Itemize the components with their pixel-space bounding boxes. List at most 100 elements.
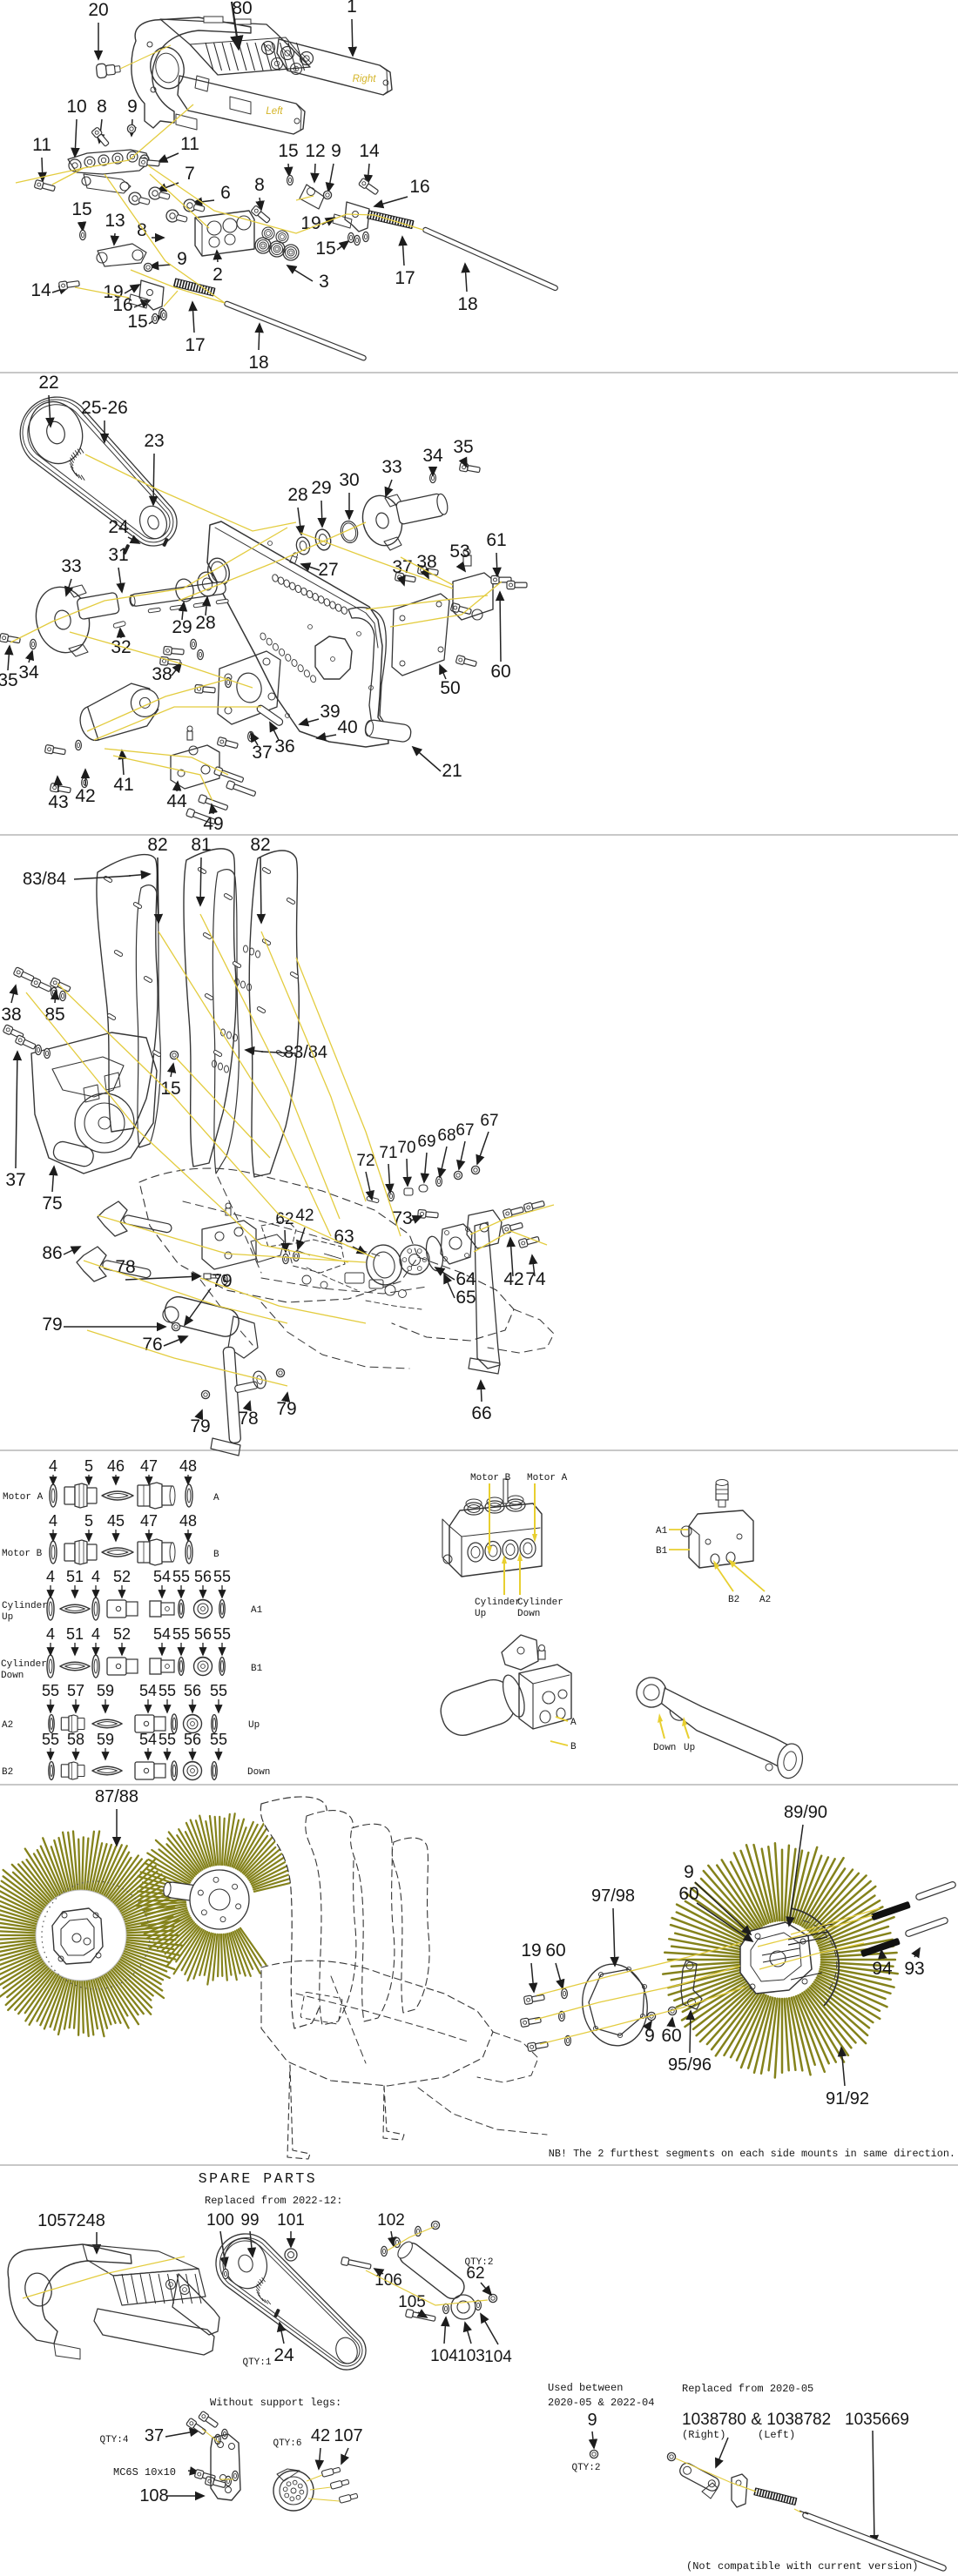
svg-text:93: 93 [904, 1959, 924, 1979]
svg-text:52: 52 [113, 1625, 131, 1643]
svg-text:1035669: 1035669 [845, 2411, 909, 2429]
svg-text:87/88: 87/88 [95, 1787, 138, 1806]
svg-text:13: 13 [105, 211, 125, 231]
svg-text:19: 19 [300, 213, 320, 233]
svg-text:66: 66 [471, 1403, 491, 1423]
svg-text:2: 2 [213, 265, 223, 285]
svg-text:59: 59 [97, 1731, 114, 1748]
svg-text:55: 55 [42, 1682, 59, 1699]
svg-text:55: 55 [210, 1731, 227, 1748]
svg-text:23: 23 [144, 431, 164, 451]
svg-text:(Right): (Right) [682, 2429, 725, 2441]
svg-text:Down: Down [653, 1743, 676, 1753]
svg-text:4: 4 [46, 1568, 55, 1585]
svg-text:Up: Up [475, 1609, 486, 1619]
svg-text:34: 34 [18, 662, 39, 683]
svg-text:55: 55 [42, 1731, 59, 1748]
svg-text:86: 86 [42, 1243, 62, 1263]
svg-text:2020-05 & 2022-04: 2020-05 & 2022-04 [548, 2397, 654, 2409]
svg-text:Cylinder: Cylinder [1, 1659, 47, 1670]
svg-text:Motor A: Motor A [3, 1492, 44, 1503]
svg-text:24: 24 [108, 517, 129, 537]
svg-text:83/84: 83/84 [23, 870, 66, 889]
svg-text:19: 19 [103, 282, 123, 302]
svg-text:Used between: Used between [548, 2382, 623, 2394]
svg-text:108: 108 [139, 2486, 168, 2505]
svg-text:103: 103 [457, 2347, 485, 2365]
svg-text:11: 11 [32, 135, 51, 155]
svg-text:65: 65 [455, 1288, 476, 1308]
svg-text:78: 78 [238, 1409, 258, 1429]
svg-text:100: 100 [206, 2211, 234, 2230]
svg-text:24: 24 [273, 2345, 294, 2365]
svg-text:56: 56 [194, 1568, 212, 1585]
svg-text:59: 59 [97, 1682, 114, 1699]
svg-text:QTY:4: QTY:4 [99, 2435, 128, 2445]
svg-text:18: 18 [457, 294, 477, 314]
svg-text:55: 55 [159, 1731, 176, 1748]
svg-text:9: 9 [684, 1862, 694, 1882]
svg-text:36: 36 [274, 736, 294, 757]
svg-text:51: 51 [66, 1568, 84, 1585]
svg-text:49: 49 [203, 814, 223, 834]
svg-text:17: 17 [185, 335, 205, 355]
svg-text:31: 31 [108, 545, 128, 565]
svg-text:17: 17 [395, 268, 415, 288]
svg-text:9: 9 [177, 249, 187, 269]
svg-text:102: 102 [377, 2211, 405, 2230]
svg-text:21: 21 [442, 761, 462, 781]
svg-text:(Not compatible with current v: (Not compatible with current version) [686, 2560, 918, 2573]
svg-text:54: 54 [139, 1682, 157, 1699]
svg-text:Up: Up [248, 1720, 260, 1731]
svg-text:15: 15 [160, 1079, 180, 1099]
svg-text:1038780 & 1038782: 1038780 & 1038782 [682, 2411, 831, 2429]
svg-text:42: 42 [75, 786, 95, 806]
svg-text:15: 15 [315, 239, 335, 259]
svg-text:30: 30 [339, 470, 359, 490]
svg-text:83/84: 83/84 [284, 1043, 327, 1062]
svg-text:4: 4 [91, 1625, 100, 1643]
svg-text:16: 16 [112, 295, 132, 315]
svg-text:15: 15 [278, 141, 298, 161]
svg-text:5: 5 [84, 1512, 93, 1530]
svg-text:11: 11 [180, 134, 199, 154]
svg-text:43: 43 [48, 792, 68, 812]
svg-text:37: 37 [252, 743, 272, 763]
svg-text:60: 60 [678, 1884, 698, 1904]
svg-text:Replaced from 2020-05: Replaced from 2020-05 [682, 2383, 813, 2395]
svg-text:A: A [213, 1493, 219, 1503]
svg-text:Motor B: Motor B [2, 1549, 43, 1559]
svg-text:B: B [570, 1742, 577, 1752]
svg-text:29: 29 [172, 617, 192, 637]
svg-text:1057248: 1057248 [37, 2211, 105, 2230]
svg-text:50: 50 [440, 678, 460, 698]
svg-text:91/92: 91/92 [826, 2089, 869, 2109]
svg-text:74: 74 [525, 1269, 546, 1289]
svg-text:QTY:1: QTY:1 [242, 2357, 271, 2368]
svg-text:79: 79 [190, 1416, 210, 1436]
svg-text:45: 45 [107, 1512, 125, 1530]
svg-text:QTY:2: QTY:2 [571, 2463, 600, 2473]
svg-text:12: 12 [305, 141, 325, 161]
svg-text:A: A [570, 1718, 577, 1728]
svg-text:Motor B: Motor B [470, 1473, 511, 1483]
svg-text:95/96: 95/96 [668, 2055, 712, 2075]
svg-text:42: 42 [503, 1269, 523, 1289]
svg-text:73: 73 [392, 1208, 412, 1228]
svg-text:8: 8 [97, 97, 107, 117]
svg-text:38: 38 [152, 664, 172, 684]
svg-text:79: 79 [212, 1271, 232, 1291]
svg-text:9: 9 [127, 97, 138, 117]
svg-text:55: 55 [210, 1682, 227, 1699]
svg-text:Motor A: Motor A [527, 1473, 568, 1483]
svg-text:82: 82 [250, 835, 270, 855]
svg-text:47: 47 [140, 1457, 158, 1475]
svg-text:55: 55 [213, 1625, 231, 1643]
svg-text:40: 40 [337, 717, 357, 737]
svg-text:64: 64 [455, 1269, 476, 1289]
svg-text:3: 3 [319, 272, 329, 292]
svg-text:62: 62 [275, 1210, 293, 1228]
svg-text:1: 1 [347, 0, 357, 17]
svg-text:B1: B1 [251, 1664, 263, 1674]
svg-text:52: 52 [113, 1568, 131, 1585]
